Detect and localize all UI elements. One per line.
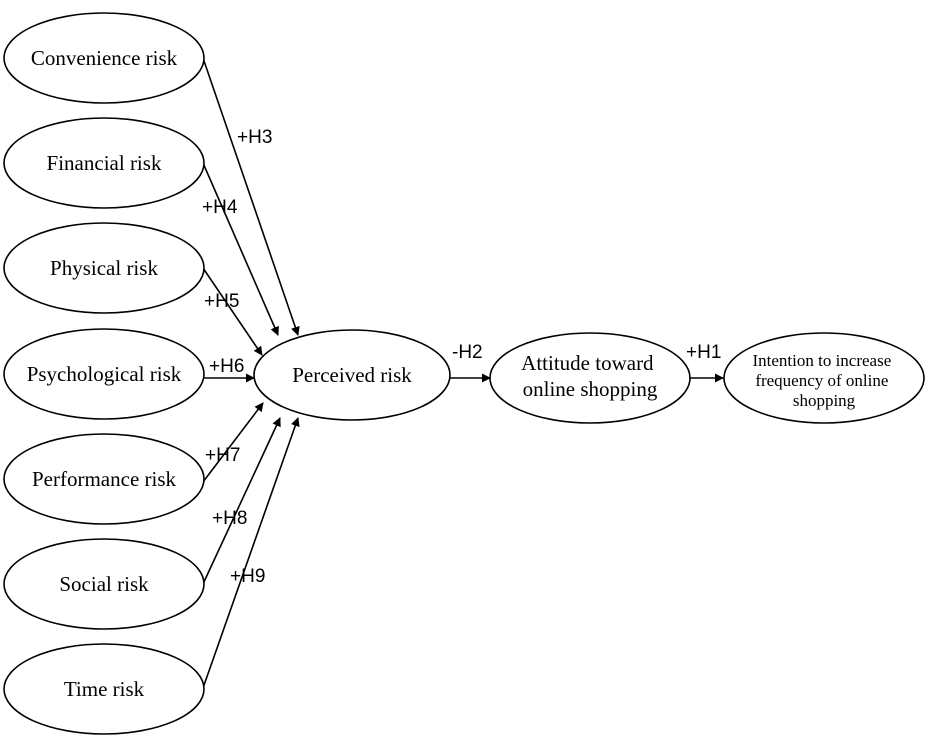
edge-label-h7: +H7 [205, 445, 240, 466]
node-social-risk: Social risk [3, 538, 205, 630]
node-label: Social risk [59, 572, 149, 596]
edge-label-h5: +H5 [204, 291, 239, 312]
node-intention-to-increase-frequency: Intention to increase frequency of onlin… [723, 332, 925, 424]
edge-time-to-perceived [202, 417, 300, 689]
node-label: Financial risk [47, 151, 162, 175]
edge-social-to-perceived [202, 417, 281, 585]
node-performance-risk: Performance risk [3, 433, 205, 525]
node-label: Time risk [64, 677, 145, 701]
edge-label-h3: +H3 [237, 127, 272, 148]
node-label: Perceived risk [292, 363, 412, 387]
node-label-line: frequency of online [755, 371, 888, 390]
edge-label-h9: +H9 [230, 566, 265, 587]
node-time-risk: Time risk [3, 643, 205, 735]
edge-physical-to-perceived [202, 267, 263, 356]
node-label: Attitude toward online shopping [521, 351, 659, 401]
node-label-line: Attitude toward [521, 351, 654, 375]
edge-financial-to-perceived [202, 162, 279, 336]
node-psychological-risk: Psychological risk [3, 328, 205, 420]
edges [202, 57, 724, 689]
node-label: Performance risk [32, 467, 177, 491]
node-label: Psychological risk [27, 362, 182, 386]
edge-performance-to-perceived [202, 402, 264, 483]
node-physical-risk: Physical risk [3, 222, 205, 314]
edge-convenience-to-perceived [202, 57, 300, 336]
node-label-line: online shopping [523, 377, 658, 401]
edge-label-h2: -H2 [452, 342, 483, 363]
node-label: Convenience risk [31, 46, 178, 70]
edge-label-h4: +H4 [202, 197, 238, 218]
node-label-line: shopping [793, 391, 856, 410]
node-label-line: Intention to increase [752, 351, 891, 370]
edge-label-h1: +H1 [686, 342, 721, 363]
edge-labels: +H3 +H4 +H5 +H6 +H7 +H8 +H9 -H2 +H1 [202, 127, 721, 587]
node-financial-risk: Financial risk [3, 117, 205, 209]
node-label: Intention to increase frequency of onlin… [752, 351, 895, 410]
edge-label-h6: +H6 [209, 356, 244, 377]
node-label: Physical risk [50, 256, 158, 280]
node-attitude-toward-online-shopping: Attitude toward online shopping [489, 332, 691, 424]
node-perceived-risk: Perceived risk [253, 329, 451, 421]
node-convenience-risk: Convenience risk [3, 12, 205, 104]
edge-label-h8: +H8 [212, 508, 247, 529]
